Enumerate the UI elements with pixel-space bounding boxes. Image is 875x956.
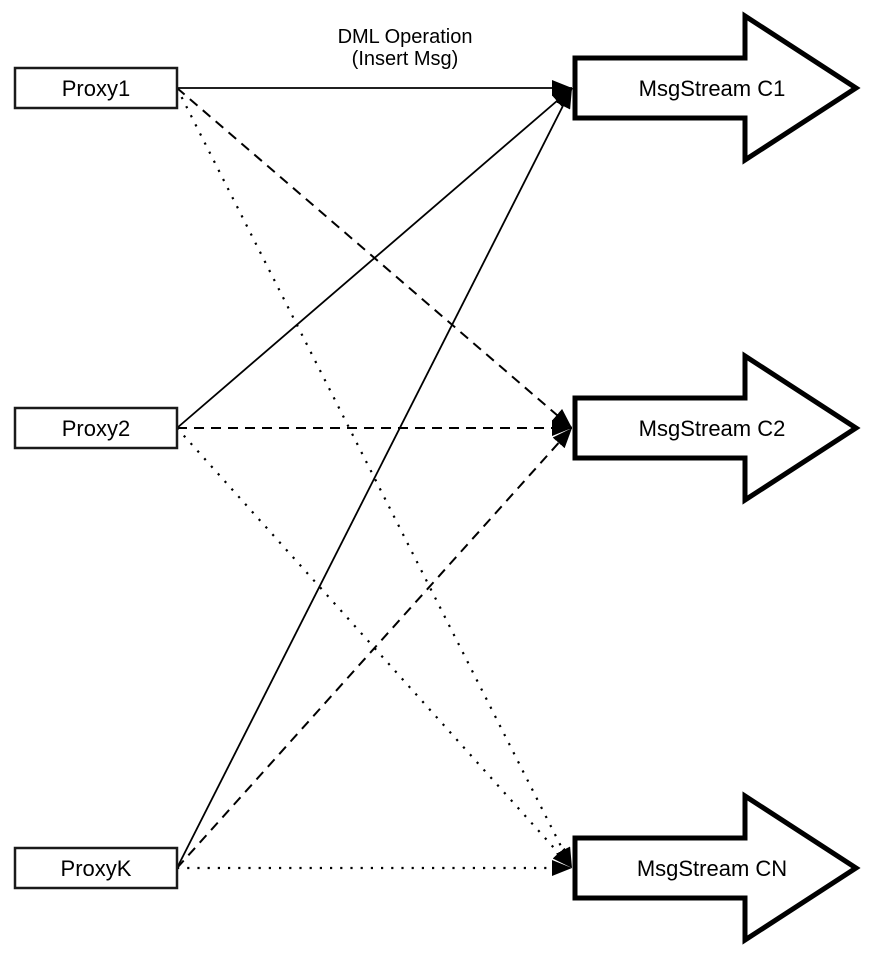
proxy1-box [13, 66, 179, 110]
node-msgstream-cn: MsgStream CN [572, 791, 861, 945]
node-msgstream-c1: MsgStream C1 [572, 11, 861, 165]
annotation-line1: DML Operation [338, 26, 473, 48]
msgstream-c1-arrow-shape [572, 11, 861, 165]
proxy1-label: Proxy1 [62, 76, 130, 101]
node-msgstream-c2: MsgStream C2 [572, 351, 861, 505]
edges-layer [176, 80, 573, 876]
proxy2-label: Proxy2 [62, 416, 130, 441]
proxyK-label: ProxyK [61, 856, 132, 881]
proxy2-box [13, 406, 179, 450]
node-proxyK: ProxyK [13, 846, 179, 890]
msgstream-cn-arrow-shape [572, 791, 861, 945]
msgstream-c2-label: MsgStream C2 [639, 416, 786, 441]
node-proxy1: Proxy1 [13, 66, 179, 110]
msgstream-cn-label: MsgStream CN [637, 856, 787, 881]
edge-proxyK-to-c1 [176, 87, 573, 869]
msgstream-c1-label: MsgStream C1 [639, 76, 786, 101]
proxyK-box [13, 846, 179, 890]
msgstream-c2-arrow-shape [572, 351, 861, 505]
annotation: DML Operation (Insert Msg) [338, 26, 473, 70]
edge-proxyK-to-c2 [176, 427, 573, 869]
annotation-line2: (Insert Msg) [352, 48, 459, 70]
edge-proxy2-to-c1 [176, 87, 573, 429]
node-proxy2: Proxy2 [13, 406, 179, 450]
